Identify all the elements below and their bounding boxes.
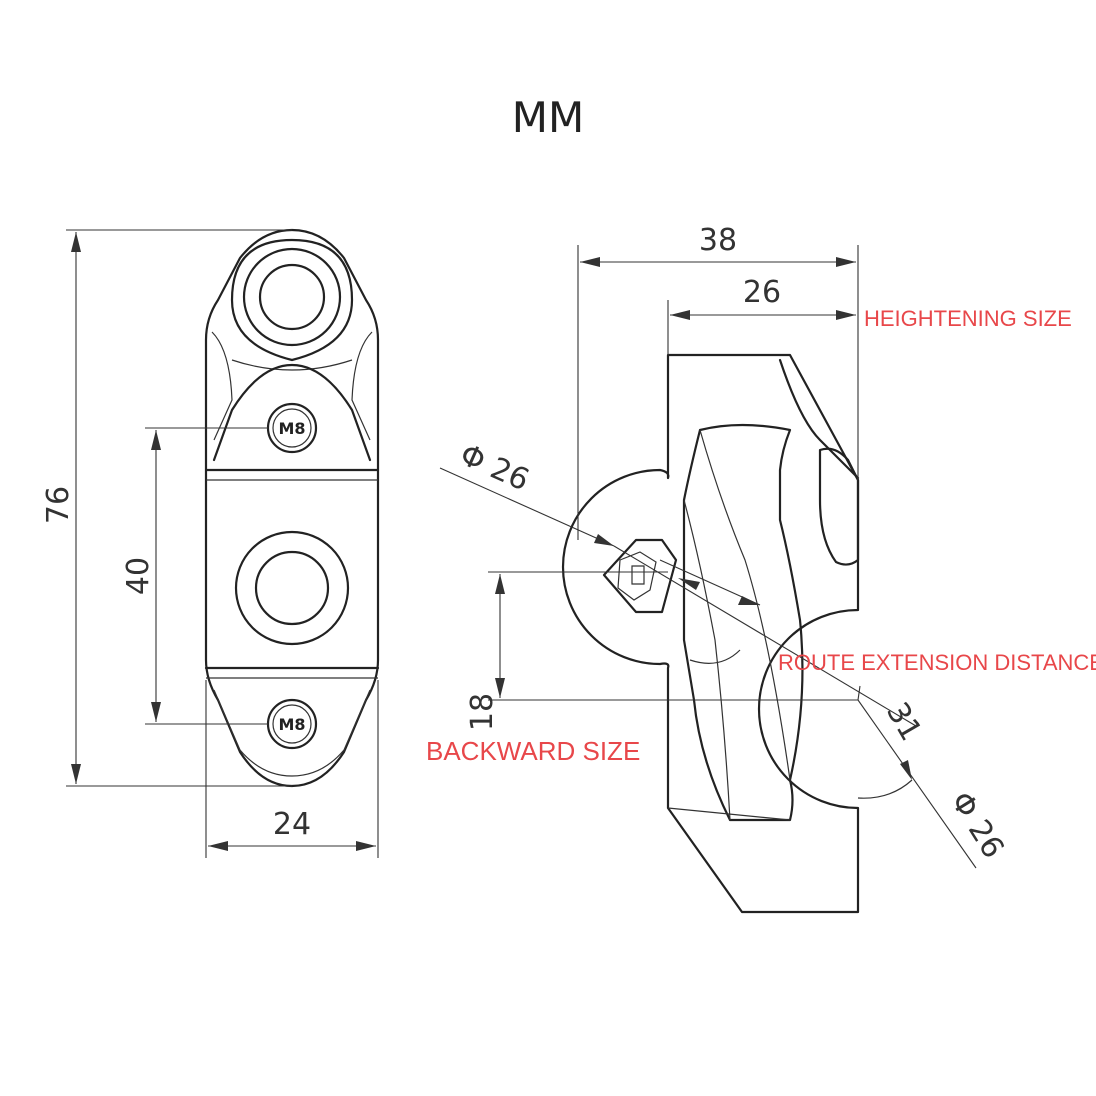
dim-text-40: 40 — [121, 557, 156, 595]
bolt-label-top: M8 — [278, 419, 305, 438]
dim-text-18: 18 — [465, 693, 500, 731]
arrow-40-top — [151, 430, 161, 450]
arrow-dia-top — [594, 534, 614, 546]
bolt-head-bottom-inner — [272, 704, 312, 744]
leader-dia-bottom — [857, 699, 977, 869]
lug-transition — [231, 359, 353, 371]
arrow-18-bottom — [495, 678, 505, 698]
route-extension-label: ROUTE EXTENSION DISTANCE — [778, 650, 1096, 675]
logo-icon — [602, 538, 678, 614]
dim-text-24: 24 — [273, 807, 311, 842]
dim-text-26: 26 — [743, 275, 781, 310]
dim-text-38: 38 — [699, 223, 737, 258]
arrow-26-left — [670, 310, 690, 320]
route-tick — [857, 685, 861, 701]
lower-arc-ext — [857, 779, 913, 799]
bolt-head-top-inner — [272, 408, 312, 448]
front-dimensions: 76 40 24 — [41, 229, 379, 858]
upper-bolt-arch — [212, 363, 372, 462]
dim-text-76: 76 — [41, 486, 76, 524]
front-view: M8 M8 — [204, 228, 380, 788]
right-boss — [818, 447, 860, 566]
arrow-24-right — [356, 841, 376, 851]
arrow-route-origin — [678, 578, 700, 590]
backward-size-label: BACKWARD SIZE — [426, 736, 640, 766]
left-arc-ext — [689, 649, 741, 664]
arrow-26-right — [836, 310, 856, 320]
leader-dia-top — [439, 467, 615, 547]
top-lug — [230, 238, 354, 362]
side-dimensions: 38 26 HEIGHTENING SIZE Φ 26 ROUTE EXTENS… — [426, 223, 1096, 869]
arrow-38-right — [836, 257, 856, 267]
right-fillet — [351, 331, 373, 441]
arrow-40-bottom — [151, 702, 161, 722]
arrow-76-bottom — [71, 764, 81, 784]
front-body-outline — [204, 228, 380, 788]
dim-text-dia-bottom: Φ 26 — [943, 786, 1010, 865]
route-line — [613, 545, 917, 727]
base-edge — [667, 807, 791, 821]
dim-text-dia-top: Φ 26 — [455, 437, 534, 498]
top-bore-outer — [242, 247, 342, 347]
drawing-title: MM — [512, 93, 584, 142]
arrow-38-left — [580, 257, 600, 267]
heightening-size-label: HEIGHTENING SIZE — [864, 306, 1072, 331]
side-body-outline — [561, 353, 860, 914]
center-bore-outer — [234, 530, 350, 646]
lower-bolt-arch — [213, 689, 371, 777]
top-bore-inner — [258, 263, 326, 331]
bolt-label-bottom: M8 — [278, 715, 305, 734]
saddle-edge-top — [778, 358, 860, 480]
arrow-route-inner — [738, 596, 760, 605]
arrow-24-left — [208, 841, 228, 851]
web-edge-1 — [699, 429, 791, 781]
arrow-18-top — [495, 574, 505, 594]
arrow-dia-bottom — [900, 760, 912, 780]
arrow-76-top — [71, 232, 81, 252]
web-edge-2 — [683, 499, 731, 821]
left-fillet — [211, 331, 233, 441]
side-view — [561, 353, 913, 914]
dim-text-31: 31 — [879, 697, 928, 748]
inner-web — [682, 423, 804, 822]
center-bore-inner — [254, 550, 330, 626]
